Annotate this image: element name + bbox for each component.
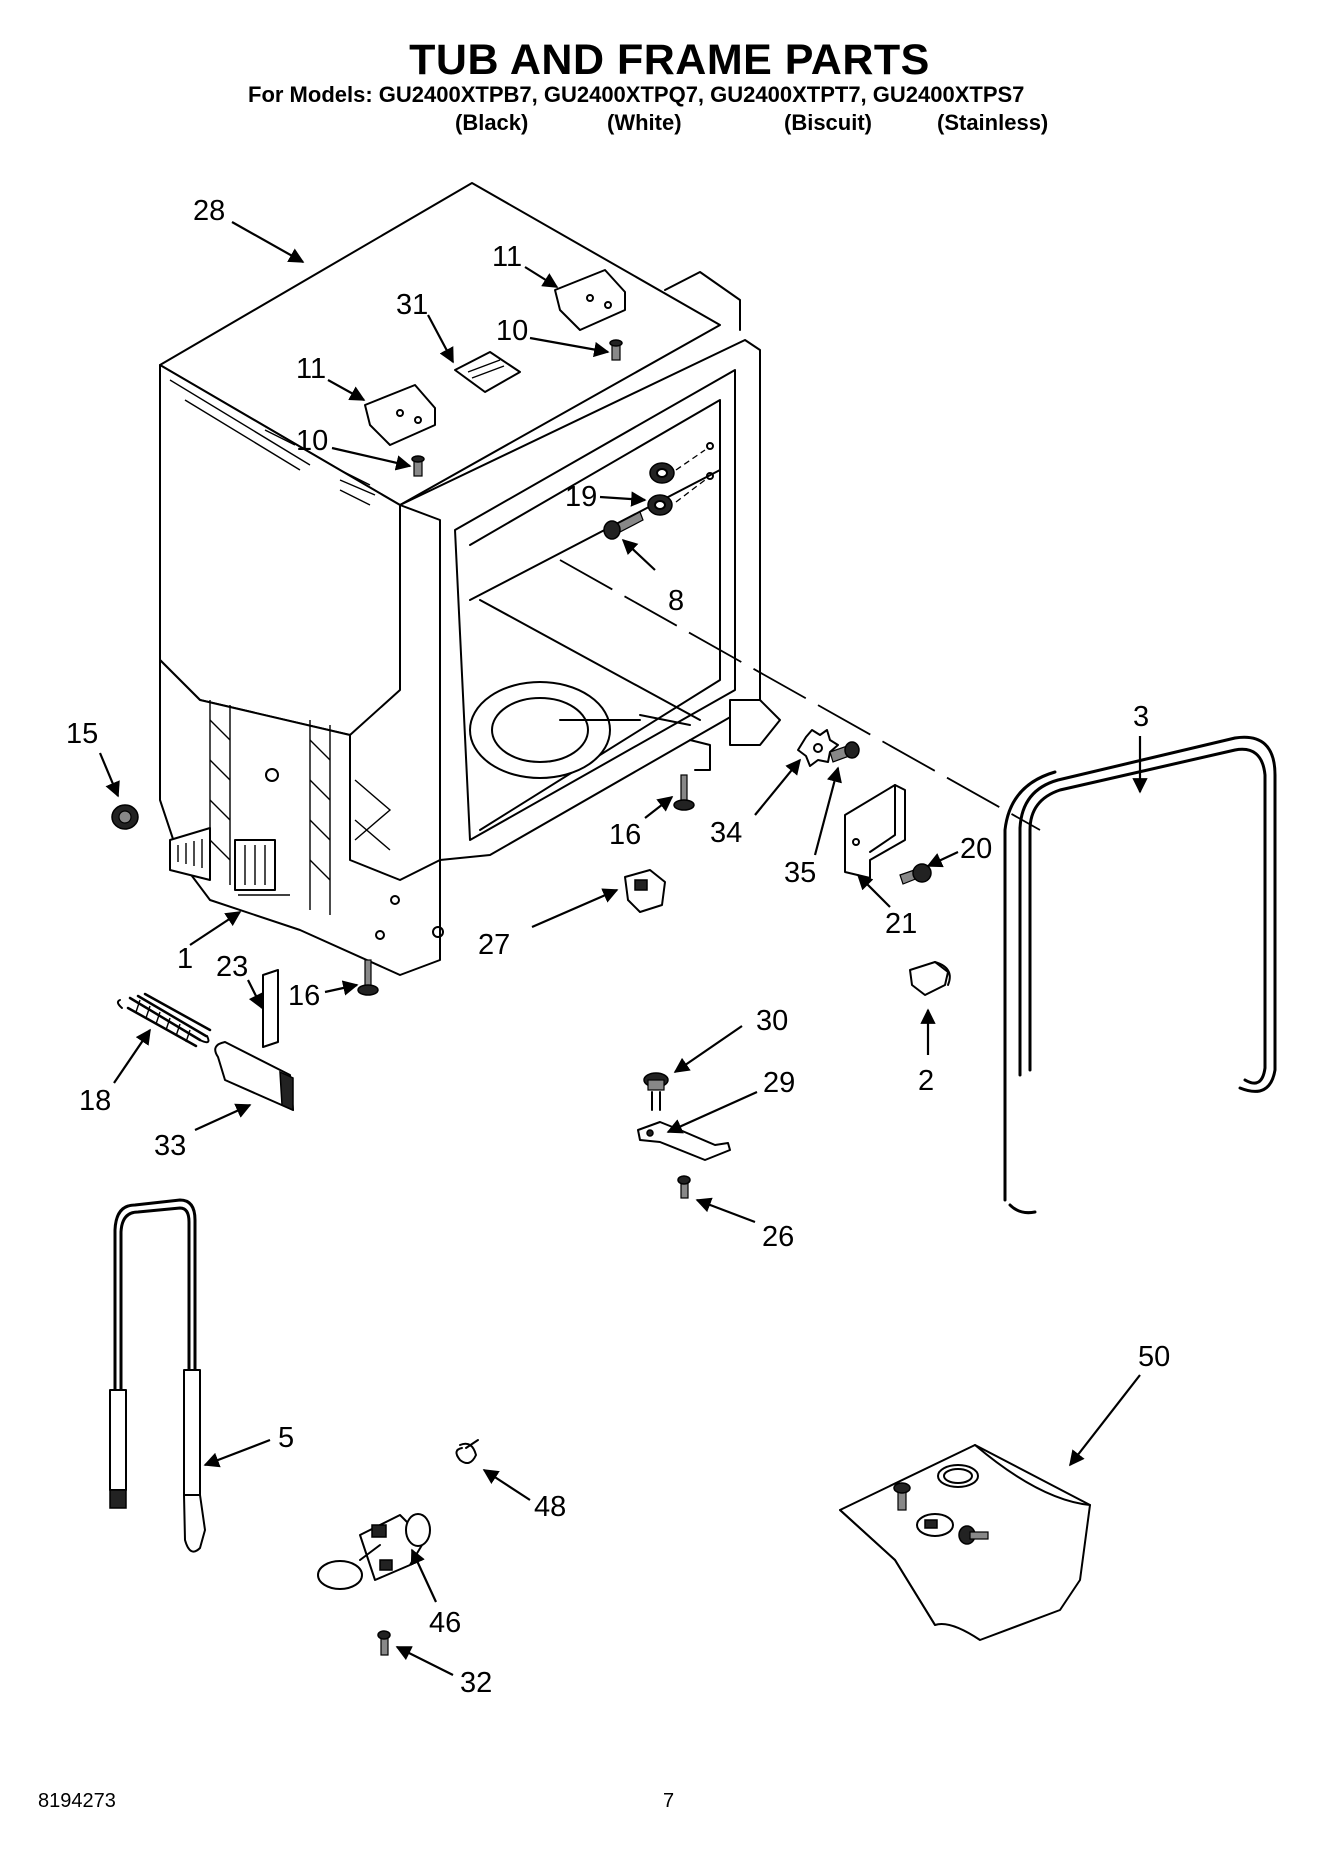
- plug: [111, 804, 139, 830]
- color-stainless: (Stainless): [937, 110, 1049, 135]
- leader-arrows: [98, 221, 1148, 1676]
- door-spring: [116, 992, 212, 1048]
- callout-48: 48: [534, 1491, 566, 1523]
- thermistor: [643, 1072, 669, 1111]
- spring-cover: [214, 1041, 294, 1112]
- models-line: For Models: GU2400XTPB7, GU2400XTPQ7, GU…: [248, 82, 1025, 107]
- callout-10-upper: 10: [496, 315, 528, 347]
- color-white: (White): [607, 110, 682, 135]
- page-number: 7: [663, 1790, 675, 1812]
- callout-28: 28: [193, 195, 225, 227]
- drain-connector: [317, 1513, 431, 1590]
- callout-23: 23: [216, 951, 248, 983]
- callout-21: 21: [885, 908, 917, 940]
- callout-50: 50: [1138, 1341, 1170, 1373]
- insulation-strip: [262, 969, 279, 1048]
- door-gasket: [1003, 735, 1277, 1215]
- callout-2: 2: [918, 1065, 934, 1097]
- callout-16-rear: 16: [609, 819, 641, 851]
- spacer-grommets: [647, 442, 714, 516]
- hinge-bracket-upper: [554, 269, 626, 331]
- bracket-screw-20: [899, 863, 932, 885]
- callout-35: 35: [784, 857, 816, 889]
- leveling-leg-rear: [673, 774, 695, 811]
- thermistor-bracket: [637, 1121, 731, 1161]
- hinge-bracket-lower: [364, 384, 436, 446]
- hose-clamp-small: [455, 1439, 479, 1465]
- callout-3: 3: [1133, 701, 1149, 733]
- callout-19: 19: [565, 481, 597, 513]
- anti-tip-bracket: [844, 784, 906, 879]
- callout-15: 15: [66, 718, 98, 750]
- wire-harness: [109, 1198, 206, 1553]
- color-biscuit: (Biscuit): [784, 110, 872, 135]
- callout-11-lower: 11: [296, 353, 326, 385]
- callout-labels: 28 11 31 10 11 10 19 8 15 3 16 34 35 20 …: [66, 195, 1170, 1699]
- callout-29: 29: [763, 1067, 795, 1099]
- document-number: 8194273: [38, 1790, 116, 1812]
- callout-32: 32: [460, 1667, 492, 1699]
- callout-5: 5: [278, 1422, 294, 1454]
- bracket-screw: [829, 741, 860, 763]
- thermistor-screw: [677, 1175, 691, 1199]
- screw-lower: [411, 455, 425, 477]
- callout-31: 31: [396, 289, 428, 321]
- callout-46: 46: [429, 1607, 461, 1639]
- callout-11-upper: 11: [492, 241, 522, 273]
- callout-10-lower: 10: [296, 425, 328, 457]
- callout-16-front: 16: [288, 980, 320, 1012]
- callout-1: 1: [177, 943, 193, 975]
- clip-2: [909, 961, 951, 996]
- tub-screw: [603, 511, 644, 540]
- color-black: (Black): [455, 110, 529, 135]
- leveling-leg-front: [357, 959, 379, 996]
- parts-bag: [839, 1444, 1091, 1641]
- callout-34: 34: [710, 817, 742, 849]
- door-strike-clip: [624, 869, 666, 913]
- callout-30: 30: [756, 1005, 788, 1037]
- connector-screw: [377, 1630, 391, 1656]
- mounting-clip: [454, 351, 521, 393]
- callout-18: 18: [79, 1085, 111, 1117]
- callout-33: 33: [154, 1130, 186, 1162]
- callout-26: 26: [762, 1221, 794, 1253]
- callout-8: 8: [668, 585, 684, 617]
- callout-20: 20: [960, 833, 992, 865]
- callout-27: 27: [478, 929, 510, 961]
- page-title: TUB AND FRAME PARTS: [409, 36, 930, 84]
- screw-upper: [609, 339, 623, 361]
